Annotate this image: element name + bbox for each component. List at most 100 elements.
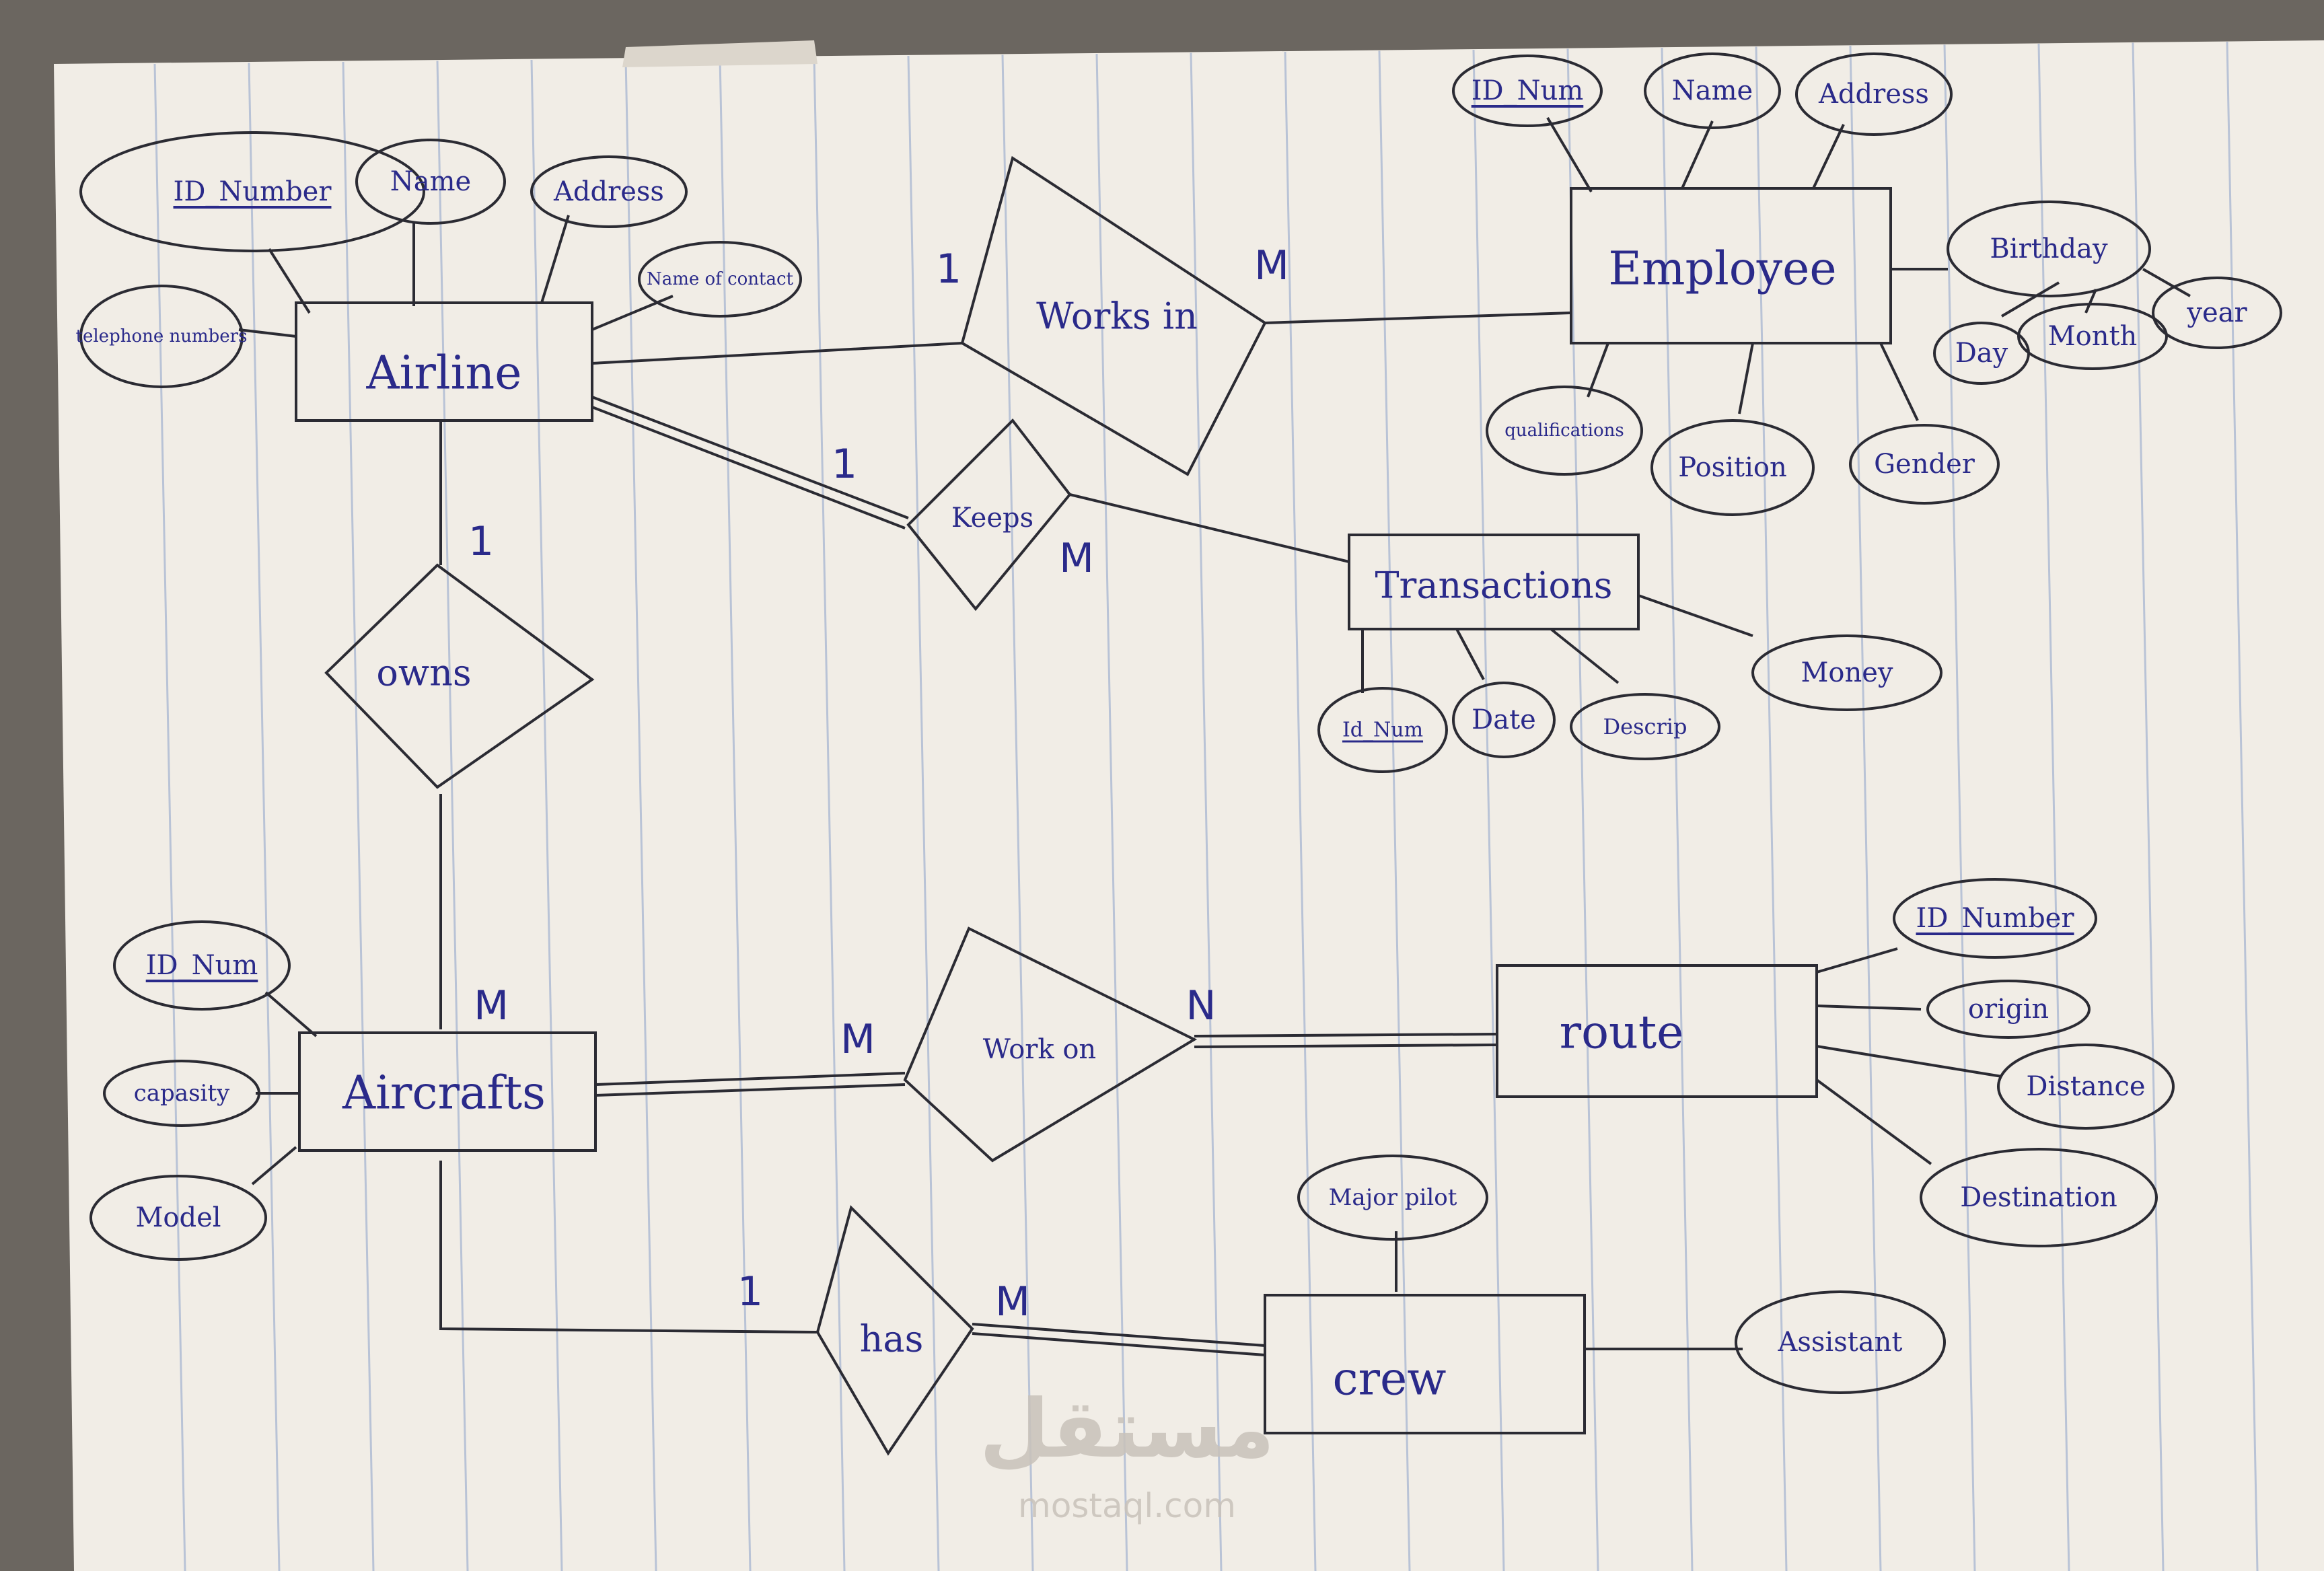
- watermark-latin: mostaql.com: [1018, 1486, 1236, 1525]
- relationship-owns-label: owns: [376, 652, 471, 694]
- entity-crew: crew: [1264, 1294, 1586, 1434]
- card-owns-aircrafts: M: [474, 982, 509, 1029]
- ruled-line: [1284, 51, 1317, 1571]
- ruled-line: [1001, 54, 1034, 1571]
- ruled-line: [1378, 50, 1411, 1571]
- relationship-keeps: Keeps: [906, 418, 1072, 612]
- ruled-line: [2132, 42, 2165, 1571]
- relationship-works-in: Works in: [960, 155, 1267, 476]
- attr-route-origin: origin: [1926, 980, 2091, 1039]
- attr-route-destination-label: Destination: [1960, 1182, 2117, 1213]
- attr-employee-month: Month: [2017, 303, 2168, 370]
- attr-aircrafts-id: ID_Num: [113, 920, 291, 1011]
- card-airline-owns: 1: [468, 518, 494, 565]
- ruled-line: [1943, 44, 1976, 1571]
- ruled-line: [1566, 48, 1599, 1571]
- ruled-line: [1472, 49, 1505, 1571]
- attr-airline-address-label: Address: [553, 176, 664, 207]
- ruled-lines: [153, 41, 2259, 1571]
- attributes: ID_Number Name Address Name of contact t…: [76, 52, 2282, 1394]
- attr-employee-qualifications: qualifications: [1486, 386, 1643, 476]
- relationship-has-label: has: [860, 1318, 924, 1360]
- entity-transactions: Transactions: [1348, 534, 1640, 630]
- attr-employee-day: Day: [1933, 322, 2030, 385]
- attr-airline-telephone: telephone numbers: [76, 285, 248, 388]
- ruled-line: [2226, 41, 2259, 1571]
- attr-employee-gender: Gender: [1849, 424, 2000, 505]
- relationship-owns: owns: [324, 563, 595, 789]
- attr-employee-position-label: Position: [1678, 452, 1786, 483]
- entity-airline: Airline: [295, 301, 593, 422]
- attr-crew-major-pilot: Major pilot: [1297, 1155, 1488, 1241]
- card-airline-works-in: 1: [936, 246, 961, 293]
- watermark-arabic: مستقل: [980, 1383, 1275, 1476]
- card-has-crew: M: [995, 1278, 1030, 1325]
- card-aircrafts-work-on: M: [840, 1016, 875, 1063]
- attr-route-origin-label: origin: [1968, 994, 2049, 1025]
- attr-employee-month-label: Month: [2048, 321, 2138, 352]
- attr-route-destination: Destination: [1920, 1148, 2158, 1247]
- attr-employee-year-label: year: [2186, 297, 2247, 328]
- ruled-line: [1095, 53, 1128, 1571]
- attr-route-distance-label: Distance: [2026, 1071, 2145, 1102]
- relationships: Works in Keeps owns Work on has: [324, 155, 1267, 1456]
- attr-aircrafts-capacity-label: capasity: [134, 1080, 230, 1107]
- attr-aircrafts-id-label: ID_Num: [146, 950, 258, 981]
- attr-crew-major-pilot-label: Major pilot: [1329, 1184, 1457, 1211]
- attr-transactions-descrip: Descrip: [1570, 693, 1720, 760]
- attr-employee-birthday: Birthday: [1947, 200, 2151, 297]
- attr-employee-year: year: [2152, 277, 2282, 349]
- ruled-line: [436, 61, 469, 1571]
- ruled-line: [719, 57, 752, 1571]
- ruled-line: [813, 57, 846, 1571]
- attr-transactions-id-label: Id_Num: [1342, 719, 1423, 742]
- attr-employee-id: ID_Num: [1452, 54, 1603, 127]
- card-aircrafts-has: 1: [737, 1268, 763, 1315]
- attr-employee-address-label: Address: [1818, 79, 1929, 110]
- attr-aircrafts-model-label: Model: [135, 1202, 221, 1233]
- relationship-work-on-label: Work on: [983, 1034, 1096, 1065]
- attr-airline-id-label: ID_Number: [174, 176, 332, 207]
- card-keeps-transactions: M: [1059, 535, 1094, 582]
- entity-crew-label: crew: [1332, 1353, 1446, 1406]
- attr-airline-address: Address: [530, 155, 688, 228]
- attr-transactions-date: Date: [1452, 682, 1556, 758]
- relationship-has: has: [815, 1205, 974, 1456]
- attr-employee-qualifications-label: qualifications: [1504, 421, 1624, 441]
- attr-aircrafts-capacity: capasity: [103, 1060, 260, 1127]
- entity-airline-label: Airline: [366, 347, 522, 400]
- entity-employee-label: Employee: [1608, 243, 1836, 296]
- attr-route-distance: Distance: [1997, 1044, 2175, 1130]
- ruled-line: [624, 59, 657, 1571]
- entity-transactions-label: Transactions: [1375, 564, 1613, 607]
- attr-employee-birthday-label: Birthday: [1990, 233, 2108, 264]
- attr-airline-id: ID_Number: [79, 131, 425, 252]
- attr-transactions-id: Id_Num: [1317, 687, 1448, 773]
- attr-route-id: ID_Number: [1893, 878, 2097, 959]
- torn-paper-edge: [622, 40, 818, 67]
- attr-employee-name: Name: [1644, 52, 1781, 129]
- ruled-line: [1661, 47, 1694, 1571]
- card-work-on-route: N: [1186, 982, 1217, 1029]
- ruled-line: [530, 59, 563, 1571]
- attr-crew-assistant-label: Assistant: [1777, 1327, 1902, 1358]
- attr-employee-day-label: Day: [1955, 338, 2008, 369]
- ruled-line: [2037, 43, 2070, 1571]
- attr-crew-assistant: Assistant: [1735, 1290, 1946, 1394]
- entity-aircrafts-label: Aircrafts: [342, 1067, 546, 1120]
- paper-sheet: [54, 40, 2324, 1571]
- ruled-line: [153, 63, 186, 1571]
- card-works-in-employee: M: [1254, 242, 1289, 289]
- attr-employee-position: Position: [1650, 419, 1815, 516]
- attr-airline-telephone-label: telephone numbers: [76, 326, 248, 346]
- relationship-works-in-label: Works in: [1036, 295, 1198, 338]
- attr-transactions-date-label: Date: [1472, 704, 1536, 735]
- attr-airline-contact-label: Name of contact: [647, 269, 794, 289]
- cardinality-labels: 1 M 1 M 1 M M N 1 M: [468, 242, 1289, 1325]
- entities: Airline Employee Transactions Aircrafts …: [295, 187, 1892, 1434]
- ruled-line: [1755, 46, 1788, 1571]
- attr-airline-contact: Name of contact: [638, 241, 802, 318]
- attr-aircrafts-model: Model: [89, 1175, 267, 1261]
- entity-route-label: route: [1560, 1007, 1684, 1060]
- entity-aircrafts: Aircrafts: [298, 1031, 597, 1152]
